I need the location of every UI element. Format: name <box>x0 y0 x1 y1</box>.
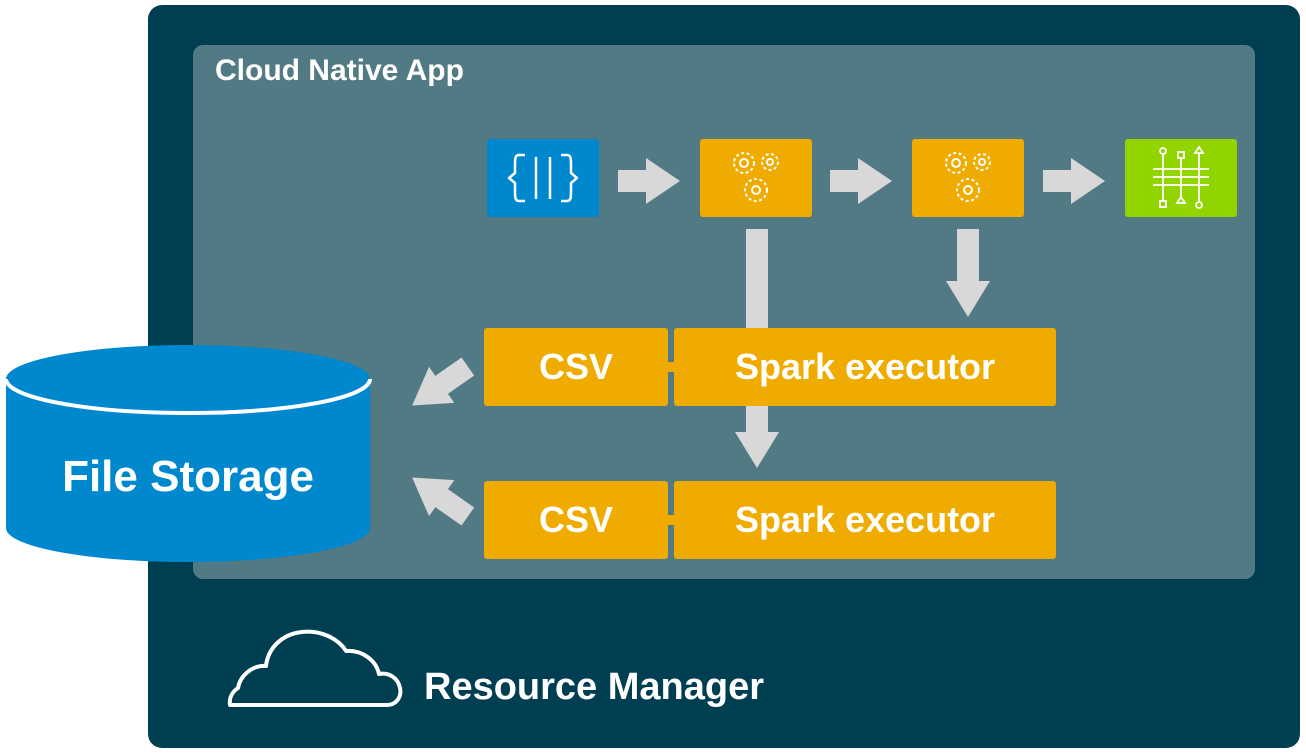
arrow-right-2 <box>830 158 892 204</box>
spark-executor-box-1: Spark executor <box>674 328 1056 406</box>
spark-executor-label-1: Spark executor <box>734 346 996 387</box>
flow-chart-icon <box>1153 145 1209 209</box>
csv-label-2: CSV <box>538 499 614 540</box>
code-tile <box>487 139 599 217</box>
csv-label-1: CSV <box>538 346 614 387</box>
spark-executor-label-2: Spark executor <box>734 499 996 540</box>
flow-tile <box>1125 139 1237 217</box>
arrow-to-storage-2 <box>412 477 475 526</box>
arrow-right-1 <box>618 158 680 204</box>
gears-tile-2 <box>912 139 1024 217</box>
gears-tile-1 <box>700 139 812 217</box>
resource-manager-title: Resource Manager <box>424 666 765 708</box>
csv-box-1: CSV <box>484 328 668 406</box>
app-title: Cloud Native App <box>215 54 464 87</box>
file-storage-label: File Storage <box>62 452 314 501</box>
arrow-to-storage-1 <box>412 357 475 406</box>
connector-2 <box>664 515 678 525</box>
connector-1 <box>664 362 678 372</box>
csv-box-2: CSV <box>484 481 668 559</box>
code-braces-icon <box>507 153 579 203</box>
spark-executor-box-2: Spark executor <box>674 481 1056 559</box>
gears-icon <box>945 152 991 202</box>
arrow-right-3 <box>1043 158 1105 204</box>
cloud-icon <box>227 629 403 707</box>
arrow-down-short <box>946 229 990 317</box>
gears-icon <box>733 152 779 202</box>
